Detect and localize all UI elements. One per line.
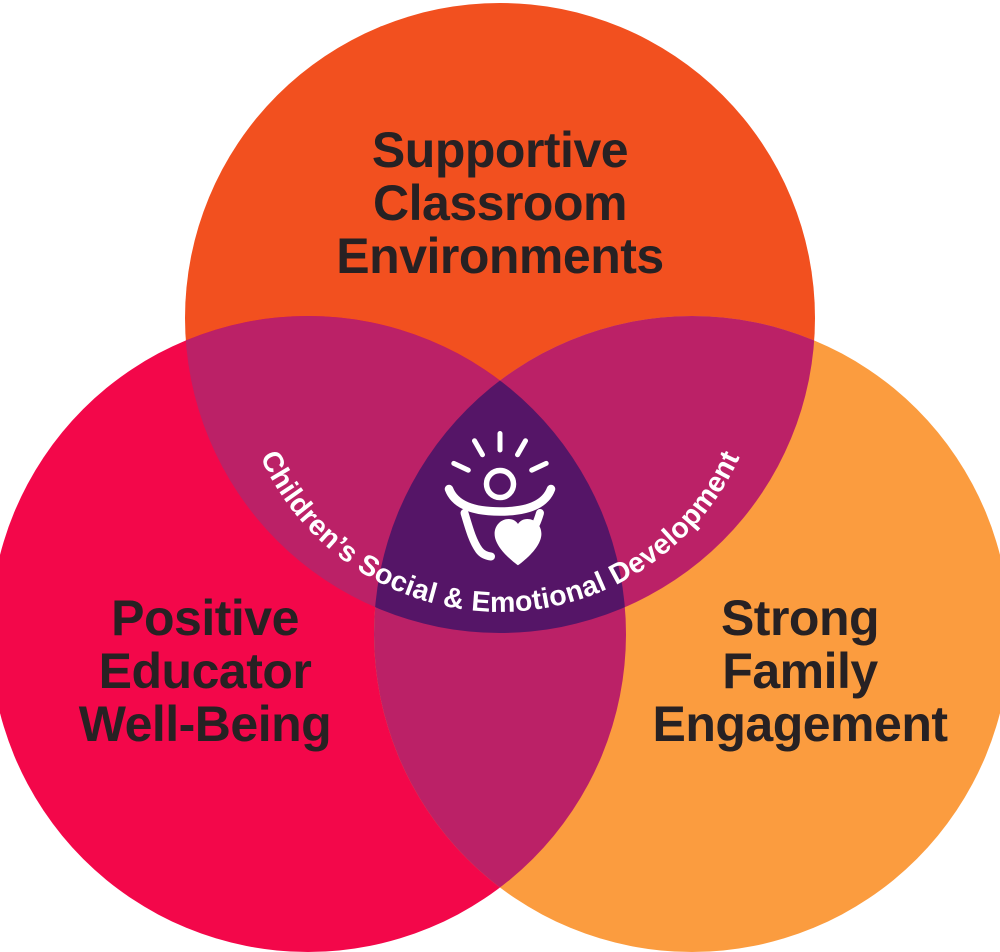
person-head-icon [483, 467, 517, 501]
label-line: Supportive [371, 122, 629, 178]
label-positive-educator: Positive Educator Well-Being [5, 592, 405, 751]
person-arms-icon [444, 484, 556, 516]
label-line: Well-Being [78, 696, 332, 752]
label-line: Family [722, 643, 878, 699]
label-line: Educator [98, 643, 312, 699]
label-strong-family: Strong Family Engagement [600, 592, 1000, 751]
heart-icon [494, 519, 542, 566]
label-line: Environments [336, 228, 664, 284]
label-line: Classroom [373, 175, 627, 231]
overlap-center [374, 316, 626, 633]
label-supportive-classroom: Supportive Classroom Environments [250, 124, 750, 283]
label-line: Strong [720, 590, 880, 646]
overlap-fill [374, 316, 626, 633]
person-body-left-icon [460, 509, 495, 561]
label-line: Positive [111, 590, 299, 646]
child-raising-arms-with-heart-icon [444, 431, 556, 566]
sunburst-rays-icon [451, 431, 549, 473]
label-line: Engagement [652, 696, 948, 752]
overlap-center-inner [374, 316, 626, 633]
